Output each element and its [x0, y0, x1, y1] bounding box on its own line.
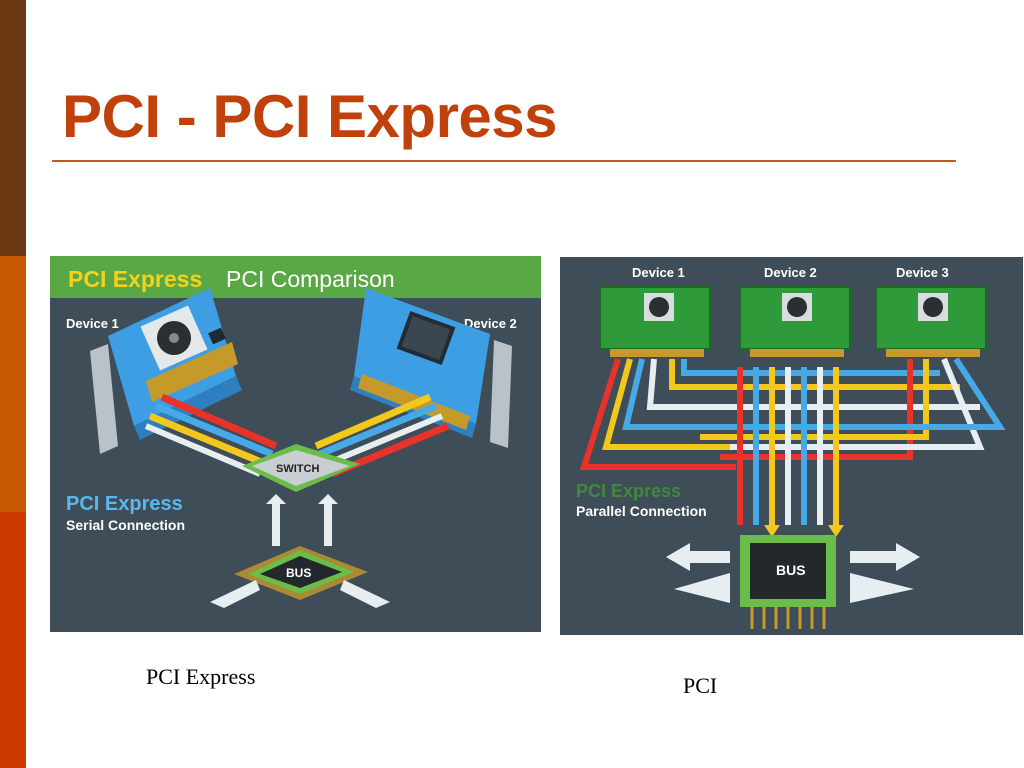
caption-pci-express: PCI Express — [146, 664, 256, 689]
side-bar-middle — [0, 256, 26, 512]
slide-title: PCI - PCI Express — [62, 83, 558, 150]
bus-label-right: BUS — [776, 562, 806, 578]
switch-label: SWITCH — [276, 463, 319, 475]
parallel-lanes — [579, 357, 1006, 525]
device3-label: Device 3 — [896, 265, 949, 280]
device1-label: Device 1 — [66, 316, 119, 331]
device1-card — [90, 288, 242, 454]
pcie-serial-figure: PCI Express PCI Comparison Device 1 Devi… — [50, 256, 541, 632]
serial-subheading: Serial Connection — [66, 517, 185, 533]
bus-chip-right: BUS — [740, 535, 836, 629]
caption-pci: PCI — [683, 673, 718, 698]
arrow-up-left — [266, 494, 286, 546]
device3-card — [875, 286, 987, 357]
serial-heading: PCI Express — [66, 493, 183, 515]
bus-arrow-right — [850, 543, 920, 571]
device2-label: Device 2 — [764, 265, 817, 280]
fan-icon — [787, 297, 807, 317]
bus-label-left: BUS — [286, 566, 311, 580]
bus-chip-left: BUS — [234, 546, 368, 600]
parallel-subheading: Parallel Connection — [576, 503, 707, 519]
device2-card — [739, 286, 851, 357]
parallel-heading: PCI Express — [576, 481, 681, 501]
pcie-serial-diagram: PCI Express PCI Comparison Device 1 Devi… — [50, 256, 541, 608]
bus-arrow-left — [210, 580, 260, 608]
arrow-up-right — [318, 494, 338, 546]
title-divider — [52, 160, 956, 162]
bus-arrow-left-lower — [674, 573, 730, 603]
side-bar-bottom — [0, 512, 26, 768]
pci-parallel-diagram: Device 1 Device 2 Device 3 — [576, 265, 1006, 629]
pci-parallel-figure: Device 1 Device 2 Device 3 — [560, 257, 1023, 635]
fan-icon — [649, 297, 669, 317]
device1-label: Device 1 — [632, 265, 685, 280]
device2-label: Device 2 — [464, 316, 517, 331]
device1-card — [599, 286, 711, 357]
serial-lanes-left — [144, 393, 278, 477]
bus-arrow-left — [666, 543, 730, 571]
fan-icon — [923, 297, 943, 317]
side-bar-top — [0, 0, 26, 256]
figure-banner — [50, 256, 541, 298]
banner-pcie-text: PCI Express — [68, 266, 202, 292]
bus-arrow-right — [340, 580, 390, 608]
switch-chip: SWITCH — [242, 444, 360, 492]
banner-comparison-text: PCI Comparison — [226, 266, 395, 292]
lane-arrowhead — [764, 525, 780, 537]
bus-arrow-right-lower — [850, 573, 914, 603]
lane-arrowhead — [828, 525, 844, 537]
